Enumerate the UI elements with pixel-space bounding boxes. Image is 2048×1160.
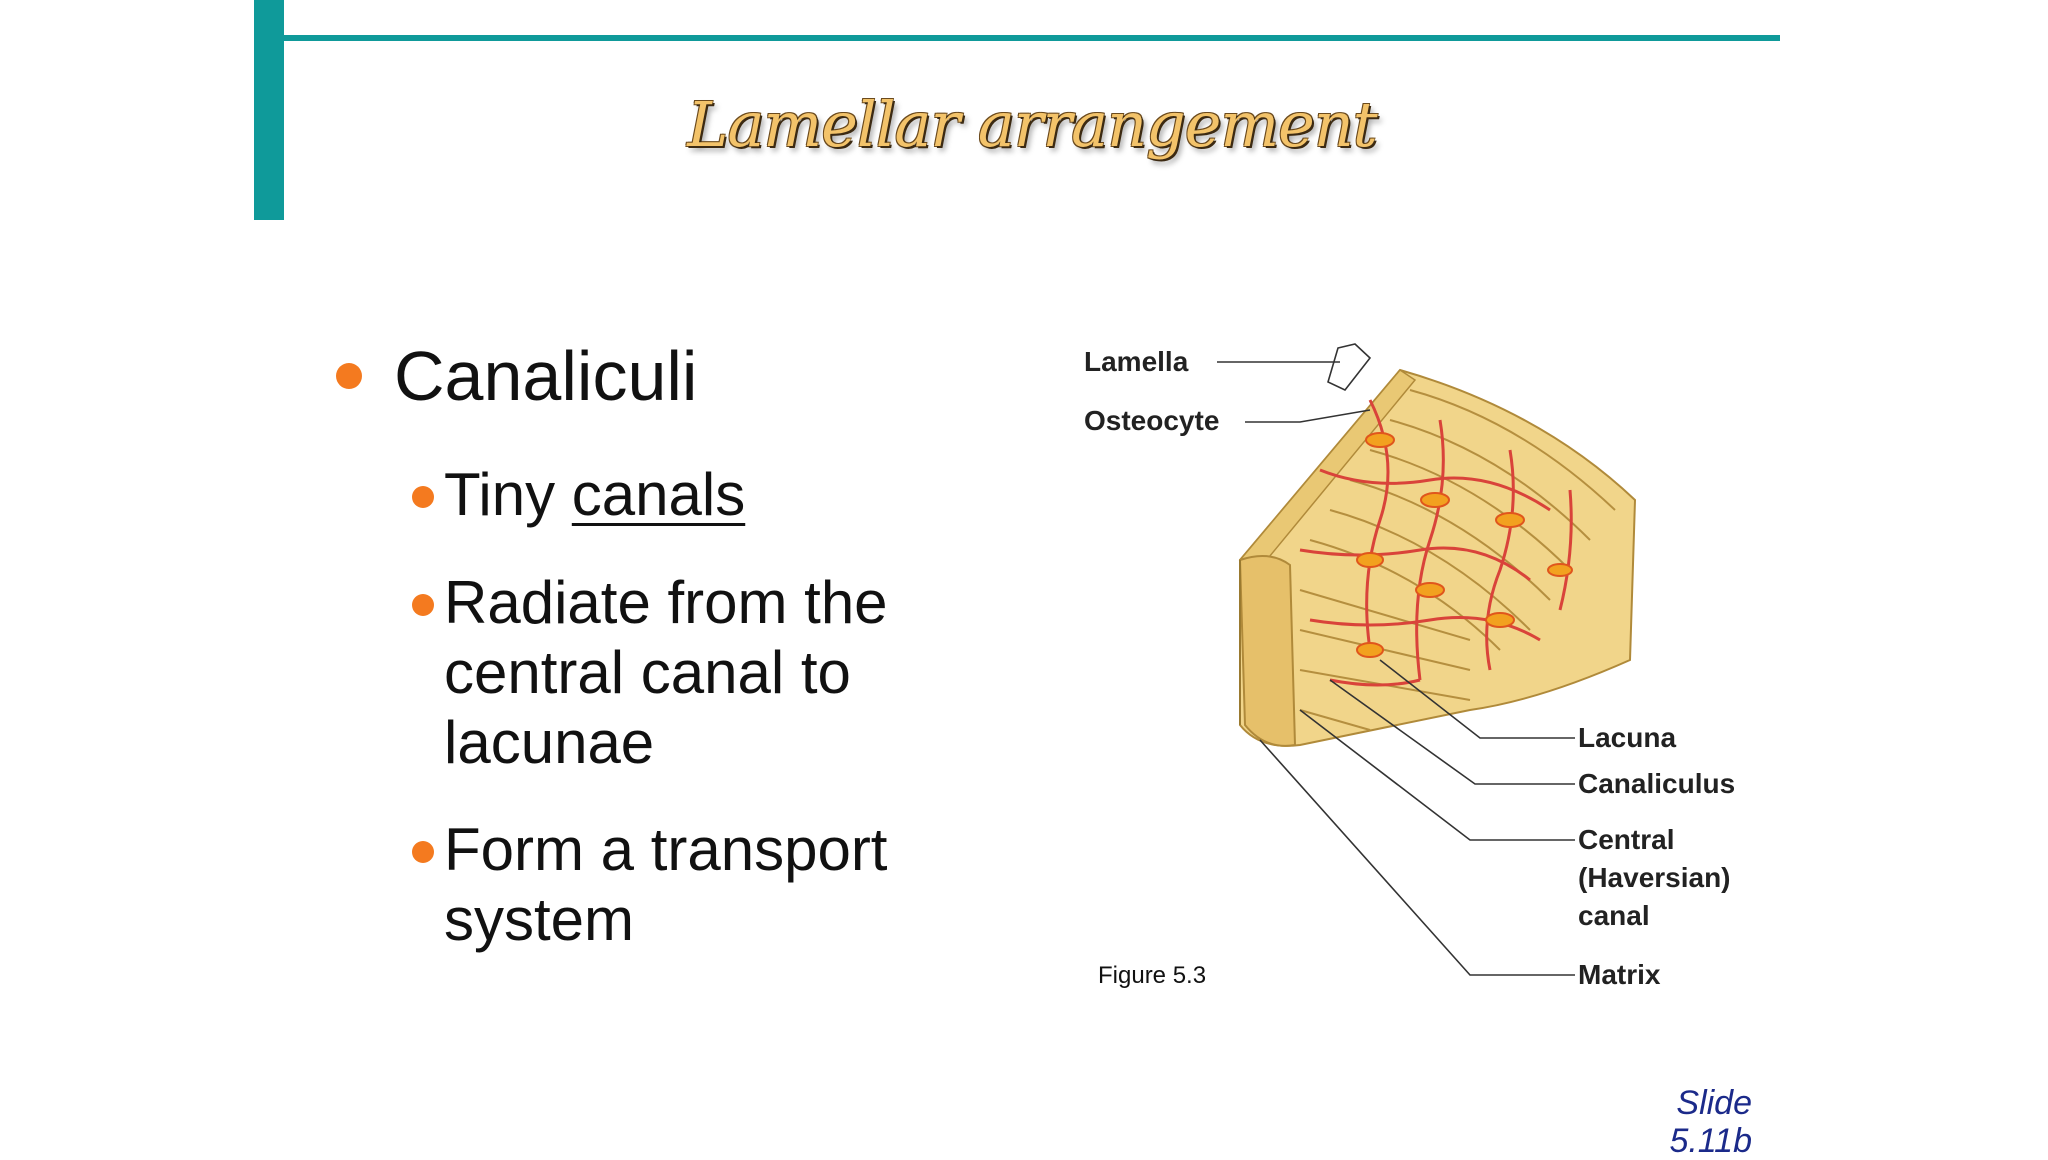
label-lamella: Lamella bbox=[1084, 346, 1189, 377]
leader-lines bbox=[1217, 343, 1575, 976]
sub-bullet-3-text: Form a transport system bbox=[444, 816, 888, 953]
sub-bullet-1-prefix: Tiny bbox=[444, 461, 572, 528]
main-bullet: Canaliculi bbox=[336, 336, 697, 416]
sub-bullet-2-text: Radiate from the central canal to lacuna… bbox=[444, 569, 888, 776]
figure-caption: Figure 5.3 bbox=[1098, 962, 1207, 989]
sub-bullet-1: Tiny canals bbox=[412, 460, 1004, 530]
bullet-dot bbox=[336, 363, 362, 389]
slide-number: Slide 5.11b bbox=[1669, 1084, 1752, 1160]
main-bullet-text: Canaliculi bbox=[394, 337, 698, 415]
bone-lamellae-diagram: Lamella Osteocyte Lacuna Canaliculus Cen… bbox=[1084, 343, 1735, 990]
label-central-line2: (Haversian) bbox=[1578, 862, 1731, 893]
label-canaliculus: Canaliculus bbox=[1578, 768, 1735, 799]
label-lacuna: Lacuna bbox=[1578, 722, 1676, 753]
lacunae bbox=[1356, 432, 1573, 658]
sub-bullet-2: Radiate from the central canal to lacuna… bbox=[412, 568, 1004, 778]
bullet-dot bbox=[412, 594, 434, 616]
label-matrix: Matrix bbox=[1578, 959, 1661, 990]
label-central-line1: Central bbox=[1578, 824, 1674, 855]
accent-bar bbox=[254, 0, 284, 220]
bullet-dot bbox=[412, 841, 434, 863]
sub-bullet-3: Form a transport system bbox=[412, 815, 1004, 955]
accent-line bbox=[284, 35, 1780, 41]
label-central-line3: canal bbox=[1578, 900, 1650, 931]
label-osteocyte: Osteocyte bbox=[1084, 405, 1219, 436]
slide-title: Lamellar arrangement bbox=[687, 88, 1377, 161]
canals-link[interactable]: canals bbox=[571, 461, 746, 528]
bullet-dot bbox=[412, 486, 434, 508]
bone-block bbox=[1238, 368, 1637, 747]
